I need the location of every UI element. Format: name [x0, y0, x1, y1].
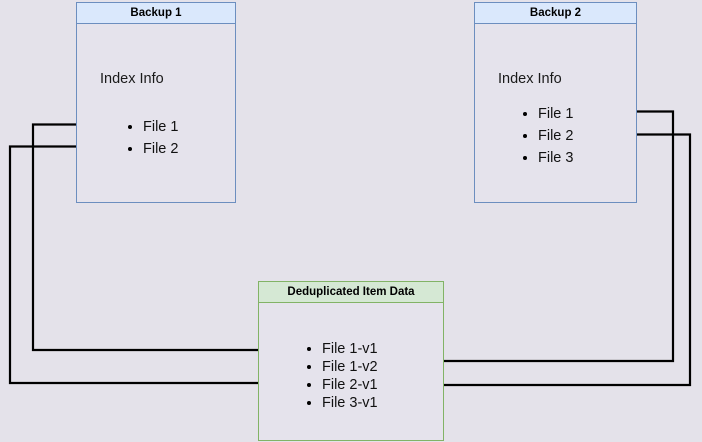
- list-item: File 2: [523, 125, 573, 147]
- backup-1-index-info-label: Index Info: [100, 71, 164, 87]
- backup-1-file-list: File 1 File 2: [128, 116, 178, 160]
- backup-2-file-list: File 1 File 2 File 3: [523, 103, 573, 169]
- backup-2-index-info-label: Index Info: [498, 71, 562, 87]
- list-item: File 3-v1: [307, 394, 378, 412]
- list-item: File 1: [523, 103, 573, 125]
- list-item: File 2-v1: [307, 376, 378, 394]
- node-backup-2-body: Index Info File 1 File 2 File 3: [475, 24, 636, 202]
- node-backup-2-title: Backup 2: [475, 3, 636, 24]
- dedup-file-list: File 1-v1 File 1-v2 File 2-v1 File 3-v1: [307, 340, 378, 412]
- list-item: File 1: [128, 116, 178, 138]
- list-item: File 1-v1: [307, 340, 378, 358]
- node-backup-2[interactable]: Backup 2 Index Info File 1 File 2 File 3: [474, 2, 637, 203]
- node-backup-1-title: Backup 1: [77, 3, 235, 24]
- node-deduplicated-item-data[interactable]: Deduplicated Item Data File 1-v1 File 1-…: [258, 281, 444, 441]
- node-dedup-title: Deduplicated Item Data: [259, 282, 443, 303]
- node-backup-1-body: Index Info File 1 File 2: [77, 24, 235, 202]
- list-item: File 2: [128, 138, 178, 160]
- node-dedup-body: File 1-v1 File 1-v2 File 2-v1 File 3-v1: [259, 303, 443, 440]
- list-item: File 1-v2: [307, 358, 378, 376]
- list-item: File 3: [523, 147, 573, 169]
- node-backup-1[interactable]: Backup 1 Index Info File 1 File 2: [76, 2, 236, 203]
